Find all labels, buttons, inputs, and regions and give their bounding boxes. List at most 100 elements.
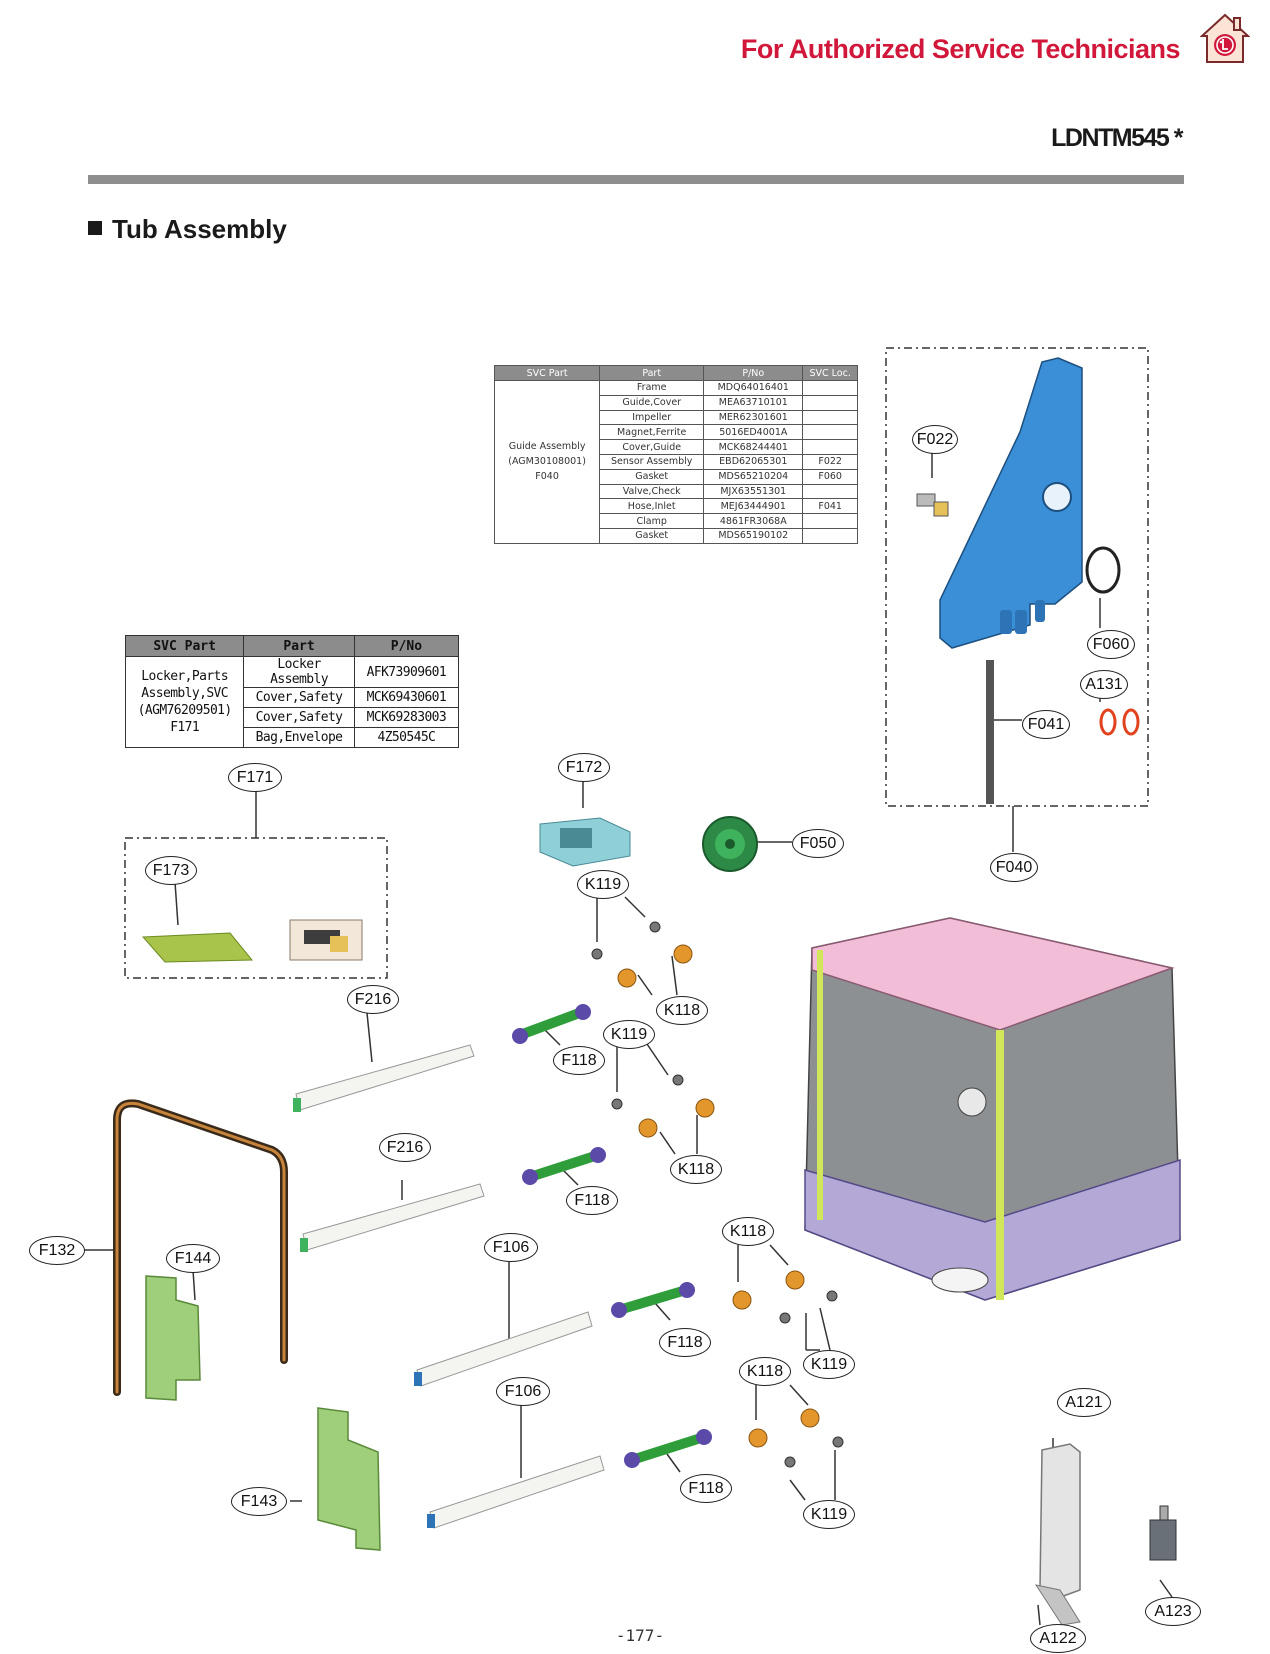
table-header-row: SVC Part Part P/No SVC Loc. — [493, 365, 858, 381]
header-svc-part: SVC Part — [493, 365, 601, 381]
screw-bushing-set-1 — [591, 921, 693, 988]
callout-a123: A123 — [1145, 1597, 1201, 1626]
lg-home-icon[interactable] — [1199, 12, 1251, 68]
callout-f118: F118 — [566, 1186, 618, 1215]
callout-a131: A131 — [1080, 670, 1128, 699]
square-bullet-icon — [88, 221, 102, 235]
svc-part-line: Guide Assembly — [508, 441, 586, 453]
rail-part — [293, 1044, 475, 1112]
header-part: Part — [599, 365, 705, 381]
callout-f040: F040 — [990, 853, 1038, 882]
pno-cell: 4Z50545C — [353, 727, 460, 748]
section-title-text: Tub Assembly — [112, 214, 287, 244]
callout-f050: F050 — [792, 829, 844, 858]
roller-link-part — [522, 1147, 606, 1185]
hinge-part — [317, 1407, 381, 1551]
callout-f118: F118 — [553, 1046, 605, 1075]
header-title: For Authorized Service Technicians — [740, 34, 1181, 64]
svc-part-line: (AGM30108001) — [508, 456, 586, 468]
model-number: LDNTM545 * — [1051, 124, 1183, 152]
hinge-part — [145, 1275, 201, 1401]
roller-link-part — [512, 1004, 591, 1044]
sensor-assembly-part — [916, 493, 949, 517]
rail-part — [427, 1455, 605, 1529]
table-row: Locker,Parts Assembly,SVC (AGM76209501) … — [124, 656, 460, 748]
callout-k119: K119 — [803, 1350, 855, 1379]
header-svc-loc: SVC Loc. — [802, 365, 858, 381]
roller-link-part — [624, 1429, 712, 1468]
part-cell: Gasket — [599, 527, 705, 544]
svc-part-line: F171 — [170, 720, 200, 735]
callout-k119: K119 — [603, 1020, 655, 1049]
control-pcb-part — [539, 817, 631, 867]
table-header-row: SVC Part Part P/No — [124, 635, 460, 657]
svc-part-line: (AGM76209501) — [137, 703, 233, 718]
callout-f216: F216 — [347, 985, 399, 1014]
locker-parts-table: SVC Part Part P/No Locker,Parts Assembly… — [124, 635, 460, 748]
safety-cover-part — [141, 932, 254, 963]
tub-body-part — [804, 917, 1181, 1301]
callout-f216: F216 — [379, 1133, 431, 1162]
guide-assembly-table: SVC Part Part P/No SVC Loc. Guide Assemb… — [493, 365, 858, 544]
pno-cell: MCK69283003 — [353, 707, 460, 728]
callout-f132: F132 — [29, 1236, 85, 1265]
rail-part — [414, 1311, 593, 1387]
callout-f172: F172 — [558, 753, 610, 782]
header-pno: P/No — [703, 365, 804, 381]
callout-k118: K118 — [656, 996, 708, 1025]
svc-part-cell: Guide Assembly (AGM30108001) F040 — [493, 380, 601, 544]
callout-a122: A122 — [1030, 1624, 1086, 1653]
oring-part — [1122, 708, 1140, 736]
pno-cell: MDS65190102 — [703, 527, 804, 544]
callout-f118: F118 — [659, 1328, 711, 1357]
callout-f060: F060 — [1087, 630, 1135, 659]
callout-f171: F171 — [228, 763, 282, 792]
callout-f173: F173 — [145, 856, 197, 885]
svc-part-line: Assembly,SVC — [141, 686, 229, 701]
svc-part-line: Locker,Parts — [141, 669, 229, 684]
svc-part-line: F040 — [535, 471, 559, 483]
callout-a121: A121 — [1057, 1388, 1111, 1417]
page-number: -177- — [615, 1626, 665, 1645]
callout-k118: K118 — [670, 1155, 722, 1184]
loc-cell — [802, 527, 858, 544]
callout-f041: F041 — [1022, 710, 1070, 739]
header-divider — [88, 175, 1184, 184]
screw-bushing-set-2 — [611, 1074, 715, 1138]
callout-f118: F118 — [680, 1474, 732, 1503]
callout-f106: F106 — [496, 1377, 550, 1406]
header-pno: P/No — [353, 635, 460, 657]
callout-k119: K119 — [577, 870, 629, 899]
svc-part-cell: Locker,Parts Assembly,SVC (AGM76209501) … — [124, 656, 245, 748]
pno-cell: MCK69430601 — [353, 687, 460, 708]
locker-assembly-part — [289, 919, 363, 961]
screw-bushing-set-4 — [748, 1408, 844, 1468]
roller-link-part — [611, 1282, 695, 1318]
oring-part — [1099, 708, 1117, 736]
latch-part — [1039, 1443, 1081, 1599]
callout-f144: F144 — [166, 1244, 220, 1273]
guide-assembly-group-box — [885, 347, 1149, 807]
impeller-part — [702, 816, 758, 872]
callout-k119: K119 — [803, 1500, 855, 1529]
part-cell: Cover,Safety — [243, 707, 355, 728]
callout-f022: F022 — [912, 425, 958, 454]
callout-k118: K118 — [722, 1217, 774, 1246]
part-cell: Bag,Envelope — [243, 727, 355, 748]
callout-k118: K118 — [739, 1357, 791, 1386]
callout-f143: F143 — [231, 1487, 287, 1516]
guide-assembly-part — [939, 357, 1083, 649]
part-cell: Locker Assembly — [243, 656, 355, 688]
inlet-hose-part — [986, 660, 994, 804]
